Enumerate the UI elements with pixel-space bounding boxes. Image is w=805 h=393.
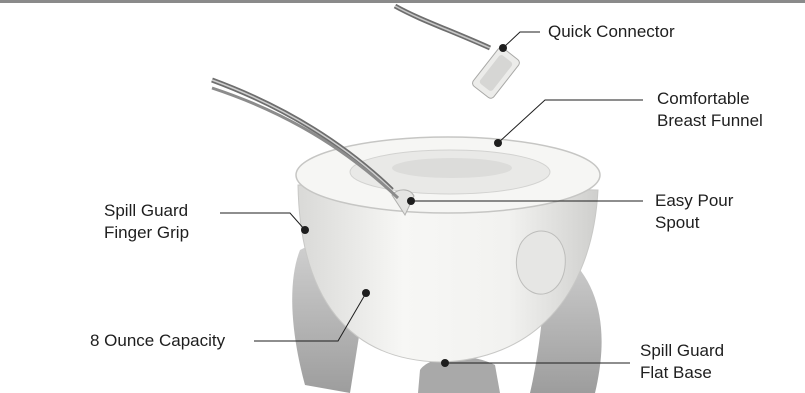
callout-easy-pour-spout-line1: Easy Pour: [655, 190, 733, 212]
callout-breast-funnel-line1: Comfortable: [657, 88, 763, 110]
callout-flat-base-line2: Flat Base: [640, 362, 724, 384]
callout-quick-connector-text: Quick Connector: [548, 21, 675, 43]
callout-finger-grip: Spill Guard Finger Grip: [104, 200, 189, 244]
grip-window: [516, 231, 565, 294]
callout-finger-grip-line2: Finger Grip: [104, 222, 189, 244]
dot-capacity: [362, 289, 370, 297]
callout-capacity: 8 Ounce Capacity: [90, 330, 225, 352]
callout-capacity-text: 8 Ounce Capacity: [90, 330, 225, 352]
callout-flat-base-line1: Spill Guard: [640, 340, 724, 362]
callout-easy-pour-spout: Easy Pour Spout: [655, 190, 733, 234]
bottom-hand: [418, 357, 500, 393]
dot-finger-grip: [301, 226, 309, 234]
dot-easy-pour-spout: [407, 197, 415, 205]
callout-finger-grip-line1: Spill Guard: [104, 200, 189, 222]
dot-breast-funnel: [494, 139, 502, 147]
callout-breast-funnel-line2: Breast Funnel: [657, 110, 763, 132]
dot-flat-base: [441, 359, 449, 367]
dot-quick-connector: [499, 44, 507, 52]
callout-quick-connector: Quick Connector: [548, 21, 675, 43]
callout-flat-base: Spill Guard Flat Base: [640, 340, 724, 384]
callout-easy-pour-spout-line2: Spout: [655, 212, 733, 234]
callout-breast-funnel: Comfortable Breast Funnel: [657, 88, 763, 132]
